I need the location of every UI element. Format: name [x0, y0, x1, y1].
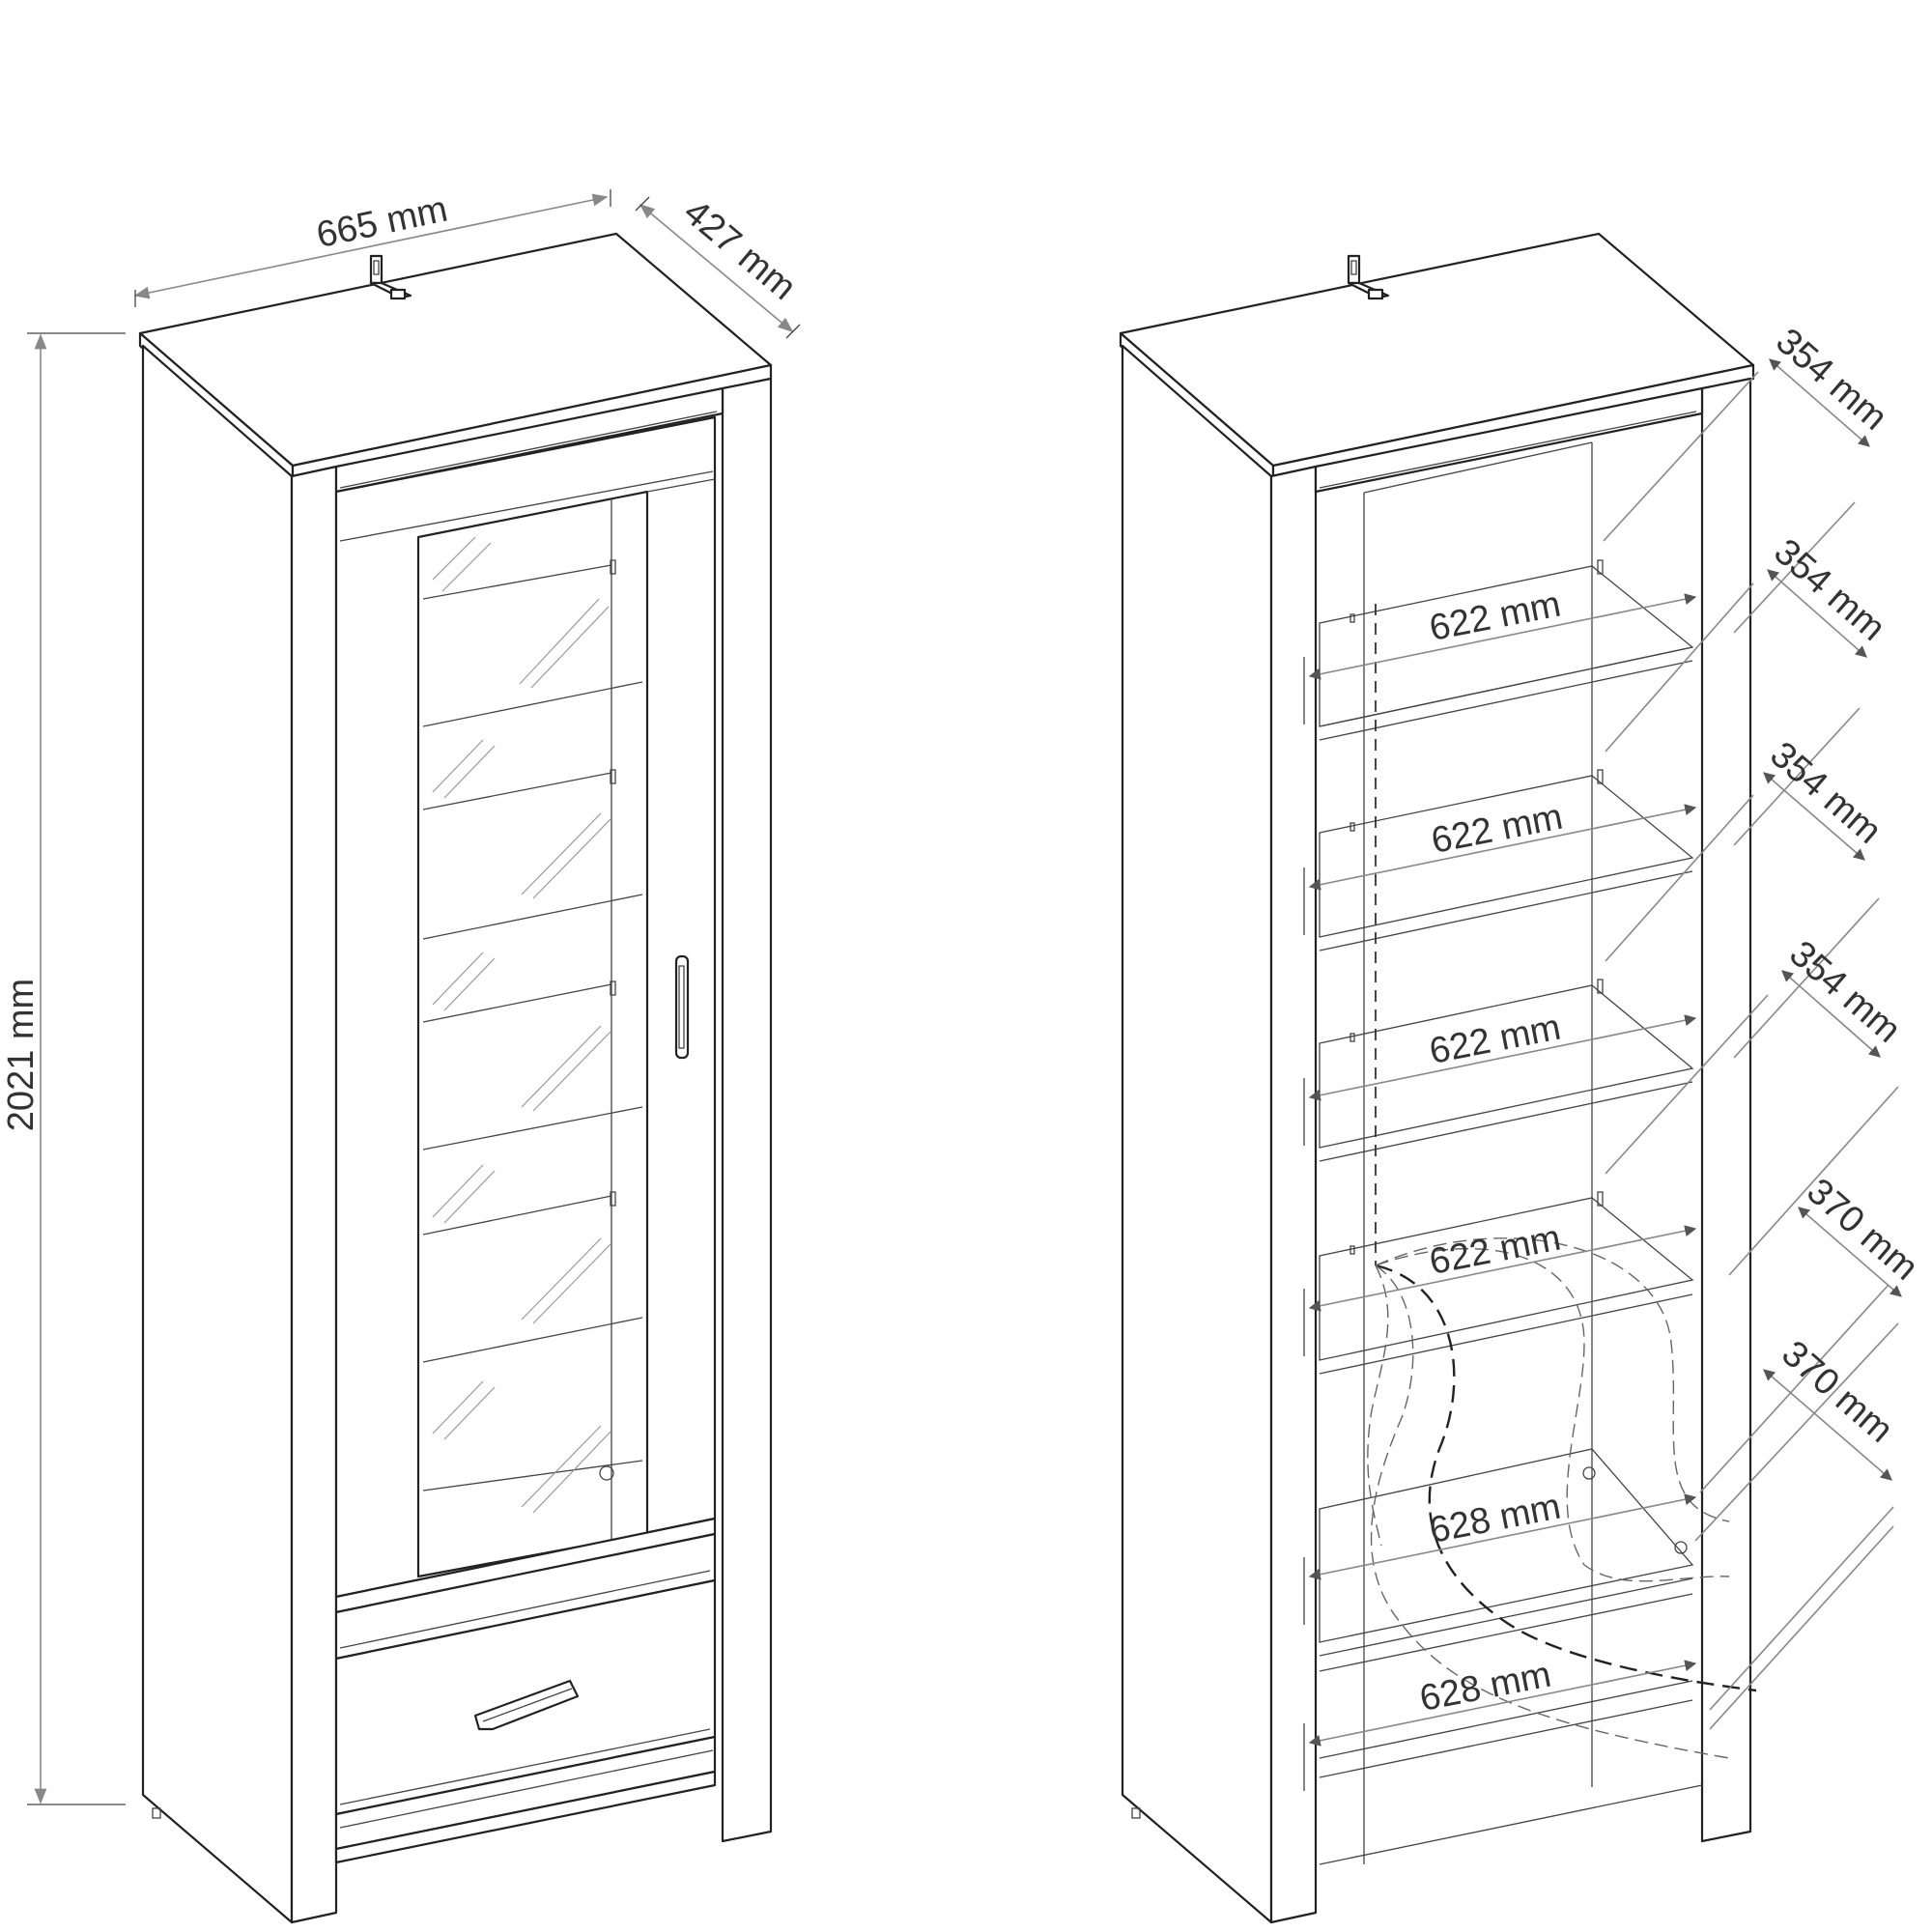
shelf-width-label-1: 622 mm: [1426, 584, 1564, 649]
wall-bracket-icon: [1347, 254, 1390, 300]
closed-cabinet-drawing: [138, 232, 773, 1924]
drawer-handle-icon: [473, 1679, 580, 1731]
front-right-stile: [721, 377, 773, 1843]
shelf-supports: [1350, 559, 1604, 1255]
side-panel: [1121, 344, 1273, 1924]
front-left-stile: [290, 465, 338, 1924]
shelf-supports: [610, 559, 616, 1207]
glass-panel: [416, 490, 649, 1578]
shelf-height-label-5: 370 mm: [1799, 1171, 1925, 1289]
shelf-width-label-4: 622 mm: [1426, 1218, 1564, 1283]
height-label: 2021 mm: [1, 979, 42, 1131]
width-label: 665 mm: [313, 188, 451, 256]
shelf-height-label-2: 354 mm: [1766, 531, 1892, 649]
shelf-height-label-4: 354 mm: [1781, 933, 1908, 1051]
side-panel: [141, 344, 294, 1924]
open-cabinet-drawing: [1119, 232, 1757, 1924]
shelf-height-label-1: 354 mm: [1768, 321, 1894, 439]
shelf-width-dimensions: 622 mm 622 mm 622 mm 622 mm 628 mm 628 m…: [1303, 584, 1697, 1791]
shelf-width-label-5: 628 mm: [1426, 1487, 1564, 1551]
door-swing-path: [1367, 604, 1757, 1759]
glass-reflection: [432, 536, 611, 1514]
shelf-width-label-6: 628 mm: [1416, 1655, 1554, 1719]
door-handle-icon: [674, 954, 690, 1060]
glass-shelves: [422, 564, 643, 1492]
